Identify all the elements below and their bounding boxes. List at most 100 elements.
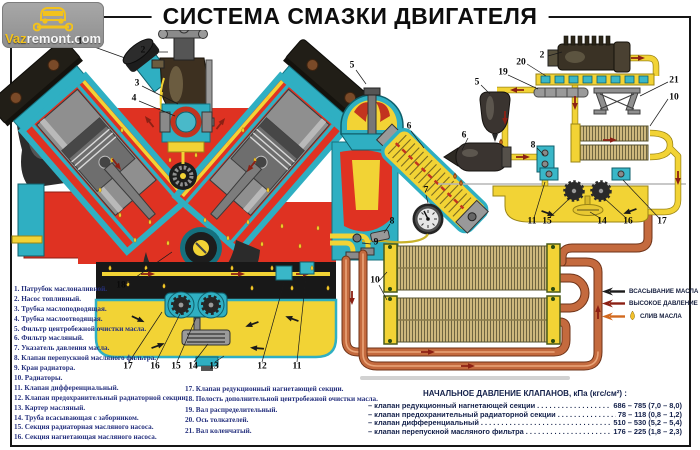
flow-arrow-icon [602, 287, 625, 296]
right-schematic [438, 35, 686, 223]
callout-number: 15 [171, 361, 181, 372]
legend-item: 6. Фильтр масляный. [14, 334, 84, 343]
callout-number: 6 [406, 121, 412, 132]
legend-item: 20. Ось толкателей. [185, 416, 249, 425]
radiator-row-2 [383, 295, 561, 345]
callout-number: 12 [257, 361, 267, 372]
callout-number: 13 [209, 361, 219, 372]
flow-arrow-icon [602, 299, 625, 308]
crankshaft-bracket [593, 87, 641, 115]
pressure-item-value: 78 – 118 (0,8 – 1,2) [617, 409, 682, 419]
legend-left: 1. Патрубок маслоналивной.2. Насос топли… [14, 285, 204, 443]
callout-number: 17 [123, 361, 133, 372]
callout-number: 10 [370, 275, 380, 286]
legend-item: 19. Вал распределительный. [185, 405, 278, 414]
oil-drop-icon [630, 311, 635, 321]
logo-text: Vazremont.com [2, 31, 104, 46]
pressure-item: – клапан дифференциальный . . . . . . . … [368, 419, 682, 428]
callout-number: 2 [140, 45, 146, 56]
oil-filter [375, 123, 489, 234]
pressure-item-name: – клапан перепускной масляного фильтра [368, 427, 524, 437]
legend-item: 9. Кран радиатора. [14, 364, 76, 373]
cooler-schematic [570, 123, 649, 163]
pressure-item: – клапан перепускной масляного фильтра .… [368, 427, 682, 437]
pressure-item-name: – клапан предохранительный радиаторной с… [368, 409, 556, 419]
callout-number: 8 [530, 140, 536, 151]
logo-text-vaz: Vaz [4, 31, 27, 46]
pressure-block: НАЧАЛЬНОЕ ДАВЛЕНИЕ КЛАПАНОВ, кПа (кгс/см… [368, 389, 682, 437]
legend-item: 8. Клапан перепускной масляного фильтра. [14, 354, 157, 363]
filter6-schematic [443, 142, 512, 186]
flow-legend-label: ВСАСЫВАНИЕ МАСЛА [629, 287, 699, 295]
pressure-item-value: 176 – 225 (1,8 – 2,3) [613, 427, 682, 437]
callout-number: 17 [657, 216, 667, 227]
flow-legend-item: СЛИВ МАСЛА [601, 310, 693, 323]
callout-number: 4 [131, 93, 137, 104]
callout-number: 14 [597, 216, 607, 227]
pressure-item-dots: . . . . . . . . . . . . . . . . . . . . … [525, 428, 612, 437]
pressure-item-dots: . . . . . . . . . . . . . . . . . . . . … [557, 410, 616, 419]
radiator-row-1 [383, 243, 561, 293]
legend-item: 12. Клапан предохранительный радиаторной… [14, 393, 188, 402]
pressure-item-name: – клапан дифференциальный [368, 418, 479, 428]
flow-legend-label: СЛИВ МАСЛА [640, 312, 682, 320]
legend-mid: 17. Клапан редукционный нагнетающей секц… [185, 384, 400, 436]
callout-number: 1 [77, 36, 83, 47]
callout-number: 3 [134, 78, 140, 89]
callout-number: 18 [116, 280, 126, 291]
flow-arrow-icon [602, 312, 625, 321]
pan-schematic [492, 180, 649, 223]
pressure-gauge [412, 203, 444, 235]
flow-legend-item: ВЫСОКОЕ ДАВЛЕНИЕ [601, 298, 698, 311]
callout-number: 11 [292, 361, 302, 372]
callout-number: 6 [461, 130, 467, 141]
legend-item: 1. Патрубок маслоналивной. [14, 285, 108, 293]
callout-number: 5 [349, 60, 355, 71]
legend-item: 3. Трубка маслоподводящая. [14, 304, 107, 313]
legend-item: 21. Вал коленчатый. [185, 426, 252, 435]
flow-legend-label: ВЫСОКОЕ ДАВЛЕНИЕ [629, 300, 698, 308]
callout-number: 8 [389, 216, 395, 227]
callout-number: 21 [669, 75, 679, 86]
fuel-pump-schematic [547, 35, 631, 73]
legend-item: 7. Указатель давления масла. [14, 344, 110, 353]
pressure-title: НАЧАЛЬНОЕ ДАВЛЕНИЕ КЛАПАНОВ, кПа (кгс/см… [423, 389, 627, 398]
callout-number: 11 [527, 216, 537, 227]
filter5-schematic [479, 91, 511, 149]
callout-number: 5 [474, 77, 480, 88]
legend-item: 2. Насос топливный. [14, 294, 82, 303]
car-wrench-icon [33, 7, 73, 32]
legend-item: 4. Трубка маслоотводящая. [14, 314, 103, 323]
legend-item: 14. Труба всасывающая с заборником. [14, 413, 139, 422]
legend-item: 11. Клапан дифференциальный. [14, 383, 119, 392]
flow-legend-item: ВСАСЫВАНИЕ МАСЛА [601, 285, 698, 298]
callout-number: 9 [373, 237, 379, 248]
legend-item: 10. Радиаторы. [14, 374, 63, 383]
legend-item: 13. Картер масляный. [14, 403, 86, 412]
callout-number: 10 [669, 92, 679, 103]
leader-lines [85, 43, 669, 363]
engine-filters [330, 87, 489, 261]
pressure-item-dots: . . . . . . . . . . . . . . . . . . . . … [537, 402, 611, 410]
pressure-item-name: – клапан редукционный нагнетающей секции [368, 401, 536, 410]
logo-badge: Vazremont.com [2, 2, 104, 48]
callout-number: 16 [150, 361, 160, 372]
oil-pan [94, 291, 338, 371]
callout-number: 2 [539, 50, 545, 61]
page-title: СИСТЕМА СМАЗКИ ДВИГАТЕЛЯ [151, 3, 549, 30]
callout-number: 15 [542, 216, 552, 227]
pressure-item-value: 510 – 530 (5,2 – 5,4) [613, 418, 682, 428]
oil-radiator [341, 211, 653, 380]
pressure-item-dots: . . . . . . . . . . . . . . . . . . . . … [480, 419, 612, 428]
legend-item: 17. Клапан редукционный нагнетающей секц… [185, 385, 344, 393]
callout-number: 19 [498, 67, 508, 78]
legend-item: 5. Фильтр центробежной очистки масла. [14, 324, 147, 333]
legend-item: 16. Секция нагнетающая масляного насоса. [14, 433, 157, 442]
legend-item: 18. Полость дополнительной центробежной … [185, 395, 378, 404]
pressure-item: – клапан предохранительный радиаторной с… [368, 409, 682, 420]
legend-item: 15. Секция радиаторная масляного насоса. [14, 423, 154, 432]
pressure-item: – клапан редукционный нагнетающей секции… [368, 401, 682, 411]
logo-text-remont: remont.com [26, 31, 102, 46]
